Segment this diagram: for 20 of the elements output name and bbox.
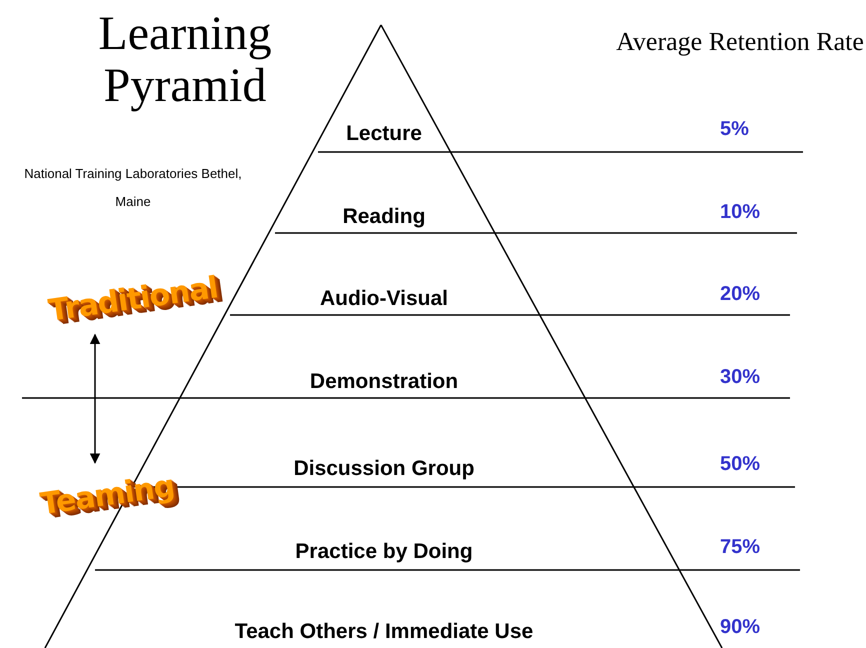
retention-percent: 20% [720, 283, 760, 306]
column-heading: Average Retention Rate [615, 26, 865, 58]
word-art: Traditional [46, 270, 220, 329]
level-label: Demonstration [310, 370, 458, 394]
retention-percent: 75% [720, 536, 760, 559]
level-label: Discussion Group [294, 457, 474, 481]
retention-percent: 5% [720, 118, 749, 141]
level-label: Teach Others / Immediate Use [234, 620, 534, 644]
level-label: Audio-Visual [320, 287, 448, 311]
retention-percent: 10% [720, 201, 760, 224]
title-text: Learning Pyramid [97, 8, 273, 112]
word-art: Teaming [38, 468, 176, 522]
retention-percent: 90% [720, 616, 760, 639]
level-label: Reading [342, 205, 426, 229]
arrow [90, 334, 100, 464]
source-note: National Training Laboratories Bethel, Maine [23, 165, 243, 211]
level-label: Practice by Doing [295, 540, 473, 564]
retention-percent: 50% [720, 453, 760, 476]
level-label: Lecture [346, 122, 422, 146]
retention-percent: 30% [720, 366, 760, 389]
